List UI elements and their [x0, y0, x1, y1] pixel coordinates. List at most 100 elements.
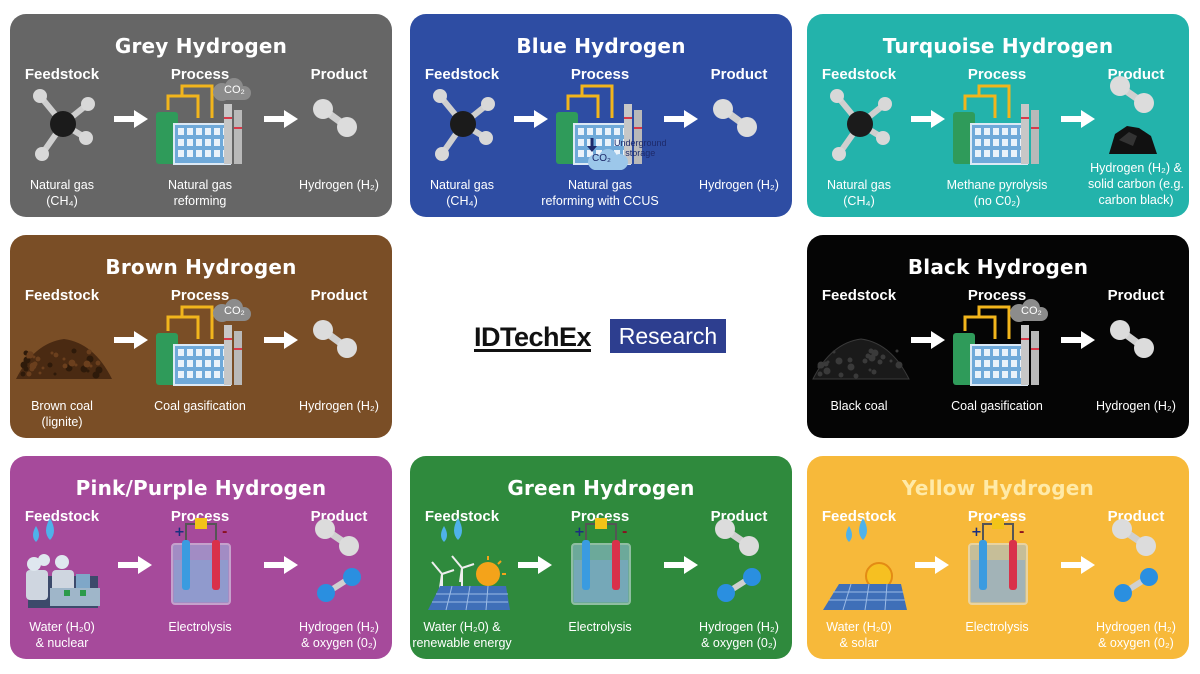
- storage-label-line: storage: [625, 148, 656, 158]
- process-header: Process: [967, 508, 1027, 525]
- flow-arrow-icon: [664, 556, 698, 574]
- water-nuclear-icon: [22, 514, 102, 619]
- process-label: Electrolysis: [535, 619, 665, 635]
- feedstock-label-line: Black coal: [830, 399, 888, 413]
- h2-icon: [710, 98, 760, 143]
- feedstock-label-line: Brown coal: [31, 399, 93, 413]
- flow-arrow-icon: [915, 556, 949, 574]
- h2-icon: [310, 319, 360, 364]
- feedstock-label-line: (CH₄): [446, 194, 478, 208]
- electrolysis-icon: + -: [566, 516, 636, 613]
- h2-o2-icon: [1109, 518, 1163, 613]
- product-label-line: Hydrogen (H₂): [1096, 620, 1176, 634]
- card-title: Yellow Hydrogen: [902, 476, 1094, 500]
- water-renewable-icon: [422, 514, 512, 619]
- feedstock-label: Water (H₂0) &renewable energy: [410, 619, 527, 651]
- plant-icon: [949, 78, 1049, 173]
- process-label-line: Electrolysis: [168, 620, 232, 634]
- process-label: Electrolysis: [932, 619, 1062, 635]
- process-header: Process: [967, 287, 1027, 304]
- process-header: Process: [170, 508, 230, 525]
- feedstock-label: Water (H₂0) & nuclear: [10, 619, 127, 651]
- svg-text:+: +: [574, 525, 585, 540]
- process-label-line: Coal gasification: [154, 399, 246, 413]
- logo-brand: IDTechEx: [474, 319, 592, 352]
- feedstock-label-line: Water (H₂0): [29, 620, 95, 634]
- feedstock-label: Natural gas (CH₄): [10, 177, 127, 209]
- process-label-line: Coal gasification: [951, 399, 1043, 413]
- process-header: Process: [170, 287, 230, 304]
- plant-co2-icon: [949, 299, 1049, 394]
- process-label-line: reforming: [173, 194, 227, 208]
- black-coal-icon: [811, 333, 911, 388]
- process-label-line: Electrolysis: [965, 620, 1029, 634]
- process-label-line: Methane pyrolysis: [946, 178, 1048, 192]
- feedstock-label: Black coal: [807, 398, 924, 414]
- product-header: Product: [310, 66, 368, 83]
- flow-arrow-icon: [518, 556, 552, 574]
- flow-arrow-icon: [514, 110, 548, 128]
- flow-arrow-icon: [264, 556, 298, 574]
- product-label-line: carbon black): [1098, 193, 1174, 207]
- process-label: Electrolysis: [135, 619, 265, 635]
- h2-o2-icon: [312, 518, 366, 613]
- process-header: Process: [570, 66, 630, 83]
- feedstock-label: Brown coal (lignite): [10, 398, 127, 430]
- product-label: Hydrogen (H₂) & oxygen (0₂): [274, 619, 392, 651]
- feedstock-label-line: & nuclear: [35, 636, 89, 650]
- product-label-line: Hydrogen (H₂): [299, 178, 379, 192]
- svg-text:+: +: [174, 525, 185, 540]
- product-label: Hydrogen (H₂): [274, 177, 392, 193]
- product-label-line: & oxygen (0₂): [301, 636, 377, 650]
- feedstock-label-line: Natural gas: [30, 178, 94, 192]
- methane-icon: [428, 82, 498, 167]
- flow-arrow-icon: [264, 110, 298, 128]
- feedstock-header: Feedstock: [821, 508, 897, 525]
- card-title: Turquoise Hydrogen: [882, 34, 1114, 58]
- process-header: Process: [570, 508, 630, 525]
- product-label: Hydrogen (H₂): [674, 177, 792, 193]
- feedstock-label-line: (lignite): [41, 415, 83, 429]
- methane-icon: [28, 82, 98, 167]
- product-label-line: & oxygen (0₂): [1098, 636, 1174, 650]
- card-title: Blue Hydrogen: [516, 34, 686, 58]
- product-label-line: Hydrogen (H₂): [699, 178, 779, 192]
- ccus-cloud-icon: [582, 138, 632, 177]
- feedstock-header: Feedstock: [24, 66, 100, 83]
- process-header: Process: [170, 66, 230, 83]
- h2-icon: [1107, 319, 1157, 364]
- flow-arrow-icon: [114, 110, 148, 128]
- co2-label: CO₂: [224, 305, 245, 317]
- product-label-line: Hydrogen (H₂): [1096, 399, 1176, 413]
- feedstock-header: Feedstock: [821, 66, 897, 83]
- co2-label: CO₂: [1021, 305, 1042, 317]
- flow-arrow-icon: [911, 110, 945, 128]
- process-label-line: (no C0₂): [973, 194, 1021, 208]
- process-label: Methane pyrolysis (no C0₂): [932, 177, 1062, 209]
- product-label: Hydrogen (H₂): [274, 398, 392, 414]
- storage-label-line: Underground: [614, 138, 667, 148]
- process-label: Coal gasification: [932, 398, 1062, 414]
- product-label-line: & oxygen (0₂): [701, 636, 777, 650]
- card-title: Grey Hydrogen: [114, 34, 288, 58]
- feedstock-header: Feedstock: [821, 287, 897, 304]
- flow-arrow-icon: [911, 331, 945, 349]
- feedstock-label-line: Water (H₂0): [826, 620, 892, 634]
- feedstock-label-line: Natural gas: [430, 178, 494, 192]
- product-label-line: Hydrogen (H₂): [699, 620, 779, 634]
- feedstock-header: Feedstock: [424, 66, 500, 83]
- svg-text:-: -: [1019, 525, 1024, 540]
- flow-arrow-icon: [1061, 556, 1095, 574]
- feedstock-label-line: (CH₄): [46, 194, 78, 208]
- process-label-line: Electrolysis: [568, 620, 632, 634]
- product-label-line: Hydrogen (H₂): [299, 620, 379, 634]
- product-label: Hydrogen (H₂) & oxygen (0₂): [1071, 619, 1189, 651]
